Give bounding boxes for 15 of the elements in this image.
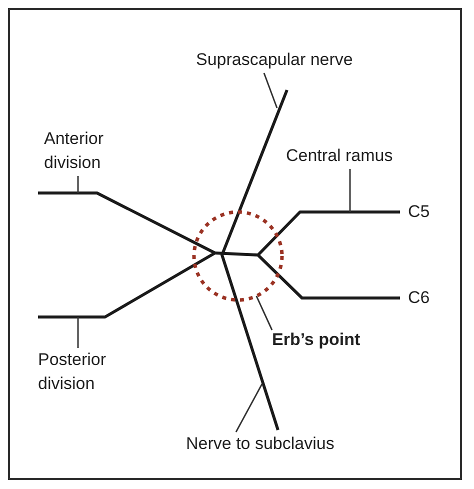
leader-line (235, 384, 263, 432)
nerve-label: Anterior division (44, 127, 144, 175)
leader-line (256, 296, 273, 330)
leader-line (77, 176, 79, 193)
leader-line (263, 72, 278, 108)
root-label: C5 (408, 201, 430, 223)
nerve-label: Erb’s point (272, 328, 382, 352)
dotted-circle (192, 210, 284, 302)
nerve-label: Posterior division (38, 348, 138, 396)
nerve-label: Suprascapular nerve (196, 48, 386, 72)
nerve-label: Central ramus (286, 144, 426, 168)
nerve-label: Nerve to subclavius (186, 432, 366, 456)
leader-line (77, 317, 79, 348)
root-label: C6 (408, 287, 430, 309)
leader-line (349, 169, 351, 212)
